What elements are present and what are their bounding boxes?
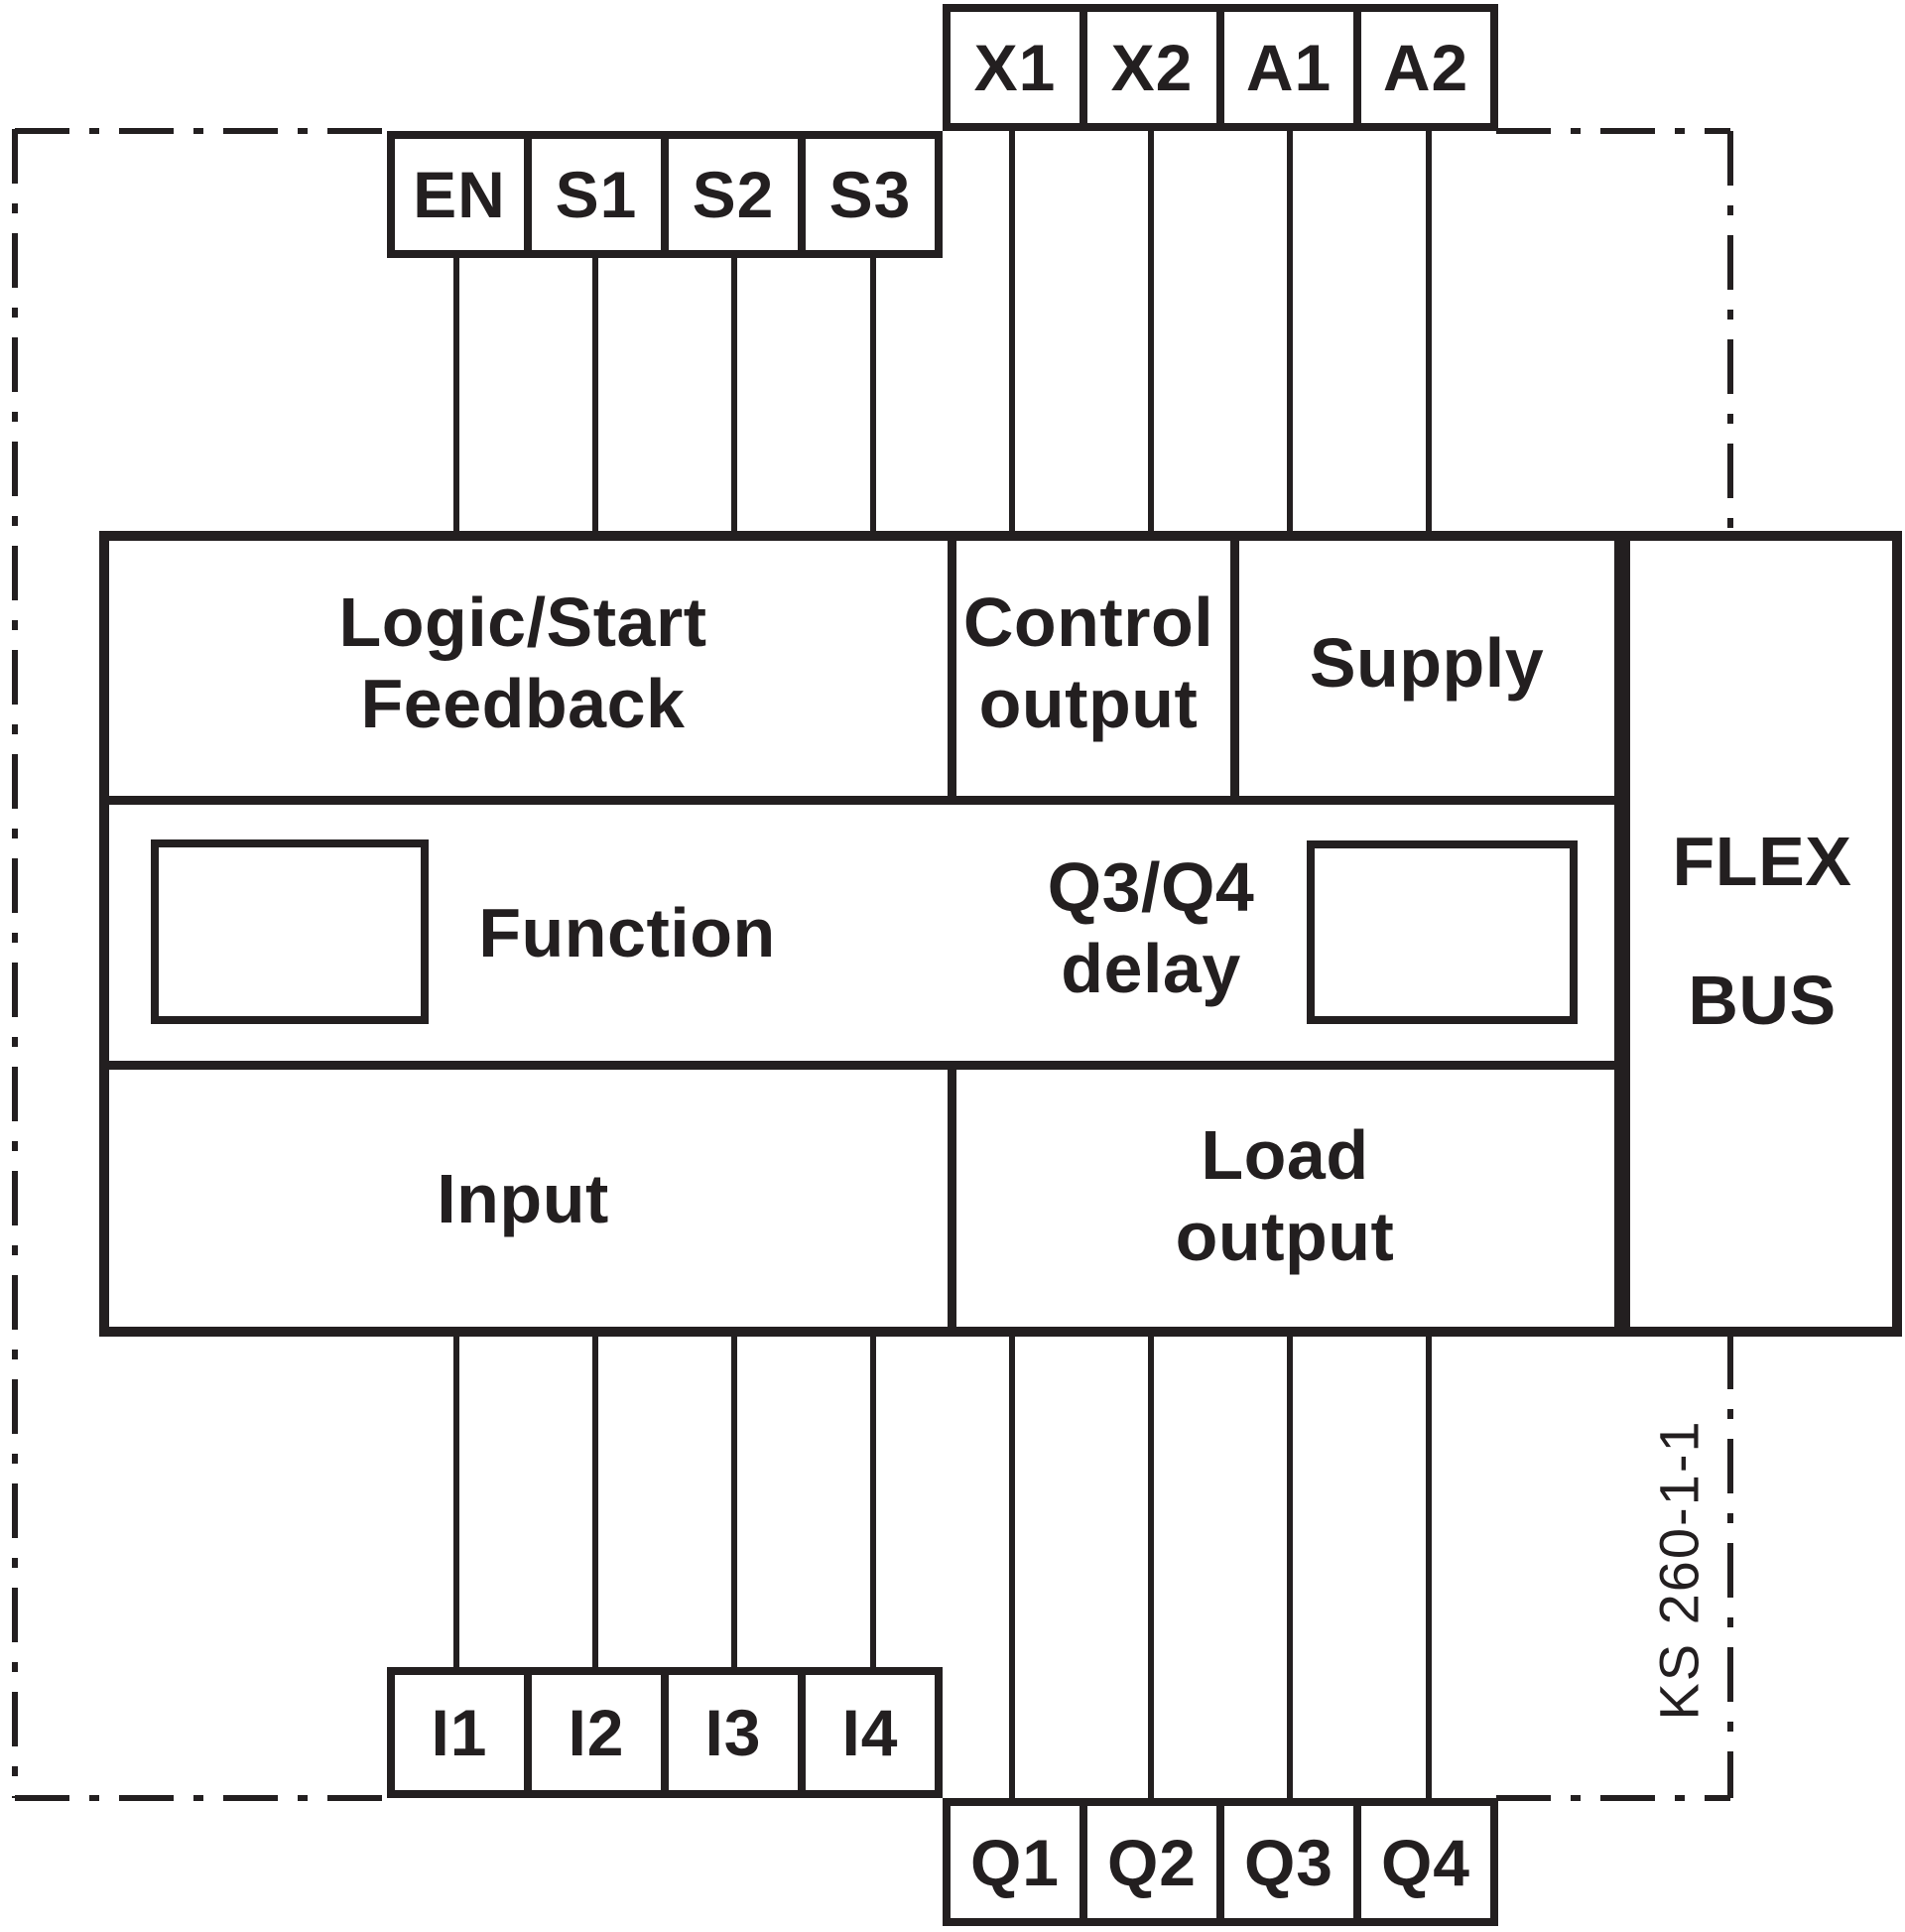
section-label-input: Input	[437, 1160, 609, 1237]
terminal-x2: X2	[1080, 4, 1224, 131]
function-parameter-box	[151, 839, 429, 1024]
section-label-flex-bus: FLEX BUS	[1672, 823, 1852, 1039]
terminal-q4: Q4	[1353, 1798, 1498, 1926]
delay-parameter-box	[1307, 840, 1578, 1024]
terminal-en: EN	[387, 131, 532, 258]
divider-control-supply	[1230, 541, 1239, 805]
terminal-a1: A1	[1216, 4, 1361, 131]
terminal-s3: S3	[798, 131, 943, 258]
terminal-i1: I1	[387, 1667, 532, 1798]
row-divider-2	[109, 1061, 1614, 1070]
terminal-s1: S1	[524, 131, 669, 258]
section-label-supply: Supply	[1309, 624, 1545, 702]
section-label-load-output: Load output	[1175, 1116, 1395, 1275]
terminal-i2: I2	[524, 1667, 669, 1798]
flex-bus-block	[1620, 531, 1902, 1337]
terminal-i3: I3	[661, 1667, 806, 1798]
type-reference-label: KS 260-1-1	[1647, 1419, 1711, 1721]
section-label-function: Function	[478, 894, 776, 971]
terminal-q3: Q3	[1216, 1798, 1361, 1926]
divider-input-load	[948, 1070, 956, 1327]
terminal-x1: X1	[943, 4, 1087, 131]
row-divider-1	[109, 796, 1614, 805]
terminal-strip-bottom: Q1 Q2 Q3 Q4	[943, 1798, 1498, 1926]
terminal-q2: Q2	[1080, 1798, 1224, 1926]
terminal-s2: S2	[661, 131, 806, 258]
terminal-strip-top: X1 X2 A1 A2	[943, 4, 1498, 131]
section-label-control-output: Control output	[962, 583, 1214, 742]
divider-logic-control	[948, 541, 956, 805]
section-label-logic-feedback: Logic/Start Feedback	[338, 583, 707, 742]
terminal-i4: I4	[798, 1667, 943, 1798]
terminal-strip-lower-left: I1 I2 I3 I4	[387, 1667, 943, 1798]
terminal-a2: A2	[1353, 4, 1498, 131]
terminal-strip-upper-left: EN S1 S2 S3	[387, 131, 943, 258]
section-label-q3q4-delay: Q3/Q4 delay	[1047, 848, 1255, 1007]
terminal-q1: Q1	[943, 1798, 1087, 1926]
